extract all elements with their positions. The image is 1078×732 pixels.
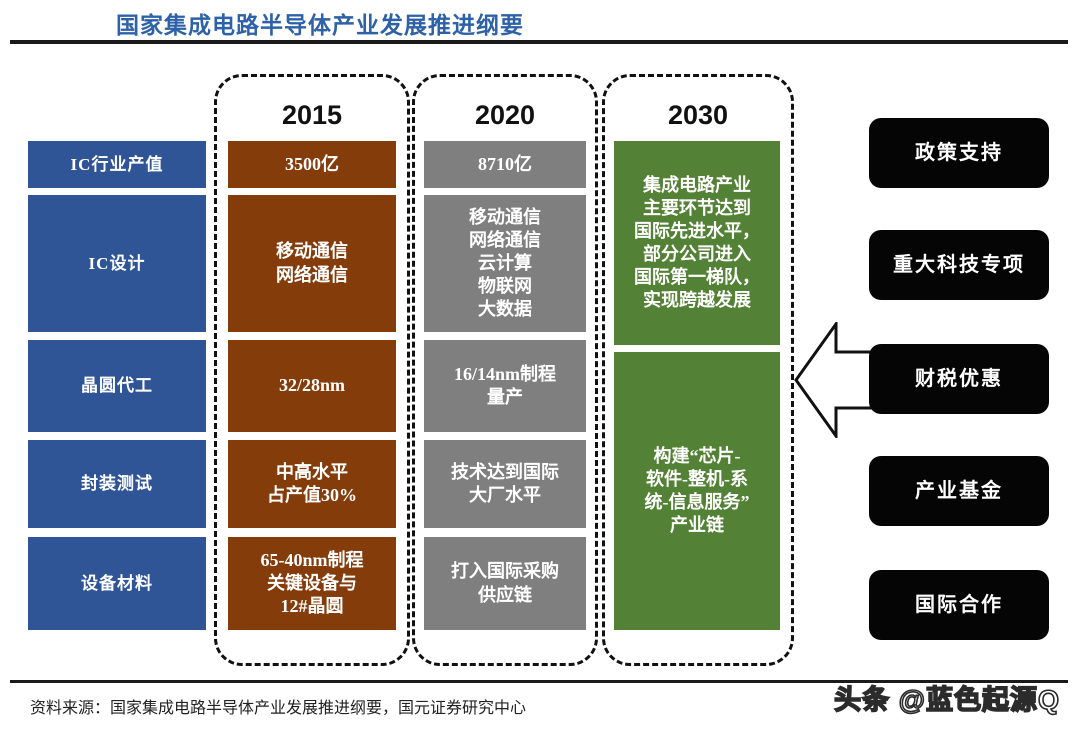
row-label-foundry: 晶圆代工: [28, 340, 206, 432]
header-divider: [10, 40, 1068, 44]
cell-2015-packaging-test: 中高水平 占产值30%: [228, 440, 396, 528]
row-label-ic-design: IC设计: [28, 195, 206, 332]
cell-2015-ic-output: 3500亿: [228, 141, 396, 188]
pillar-international-cooperation[interactable]: 国际合作: [869, 570, 1049, 640]
source-note: 资料来源：国家集成电路半导体产业发展推进纲要，国元证券研究中心: [30, 700, 527, 717]
watermark-text: 头条 @蓝色起源Q: [833, 684, 1060, 716]
cell-2020-packaging-test: 技术达到国际 大厂水平: [424, 440, 586, 528]
year-label-2030: 2030: [667, 100, 729, 130]
row-label-equipment-materials: 设备材料: [28, 537, 206, 630]
left-arrow-icon: [794, 319, 876, 441]
cell-2030-vision: 集成电路产业 主要环节达到 国际先进水平， 部分公司进入 国际第一梯队， 实现跨…: [614, 141, 780, 345]
year-label-2015: 2015: [281, 100, 343, 130]
year-frame-2020: [412, 74, 598, 666]
pillar-policy-support[interactable]: 政策支持: [869, 118, 1049, 188]
row-label-ic-output: IC行业产值: [28, 141, 206, 188]
page-title: 国家集成电路半导体产业发展推进纲要: [116, 13, 524, 38]
year-label-2020: 2020: [474, 100, 536, 130]
cell-2020-equipment-materials: 打入国际采购 供应链: [424, 537, 586, 630]
cell-2020-ic-output: 8710亿: [424, 141, 586, 188]
footer-divider: [10, 680, 1068, 683]
pillar-major-tech-program[interactable]: 重大科技专项: [869, 230, 1049, 300]
cell-2015-equipment-materials: 65-40nm制程 关键设备与 12#晶圆: [228, 537, 396, 630]
cell-2030-industry-chain: 构建“芯片- 软件-整机-系 统-信息服务” 产业链: [614, 352, 780, 630]
cell-2020-foundry: 16/14nm制程 量产: [424, 340, 586, 432]
row-label-packaging-test: 封装测试: [28, 440, 206, 528]
year-frame-2030: [602, 74, 794, 666]
cell-2015-ic-design: 移动通信 网络通信: [228, 195, 396, 332]
pillar-tax-incentives[interactable]: 财税优惠: [869, 344, 1049, 414]
cell-2020-ic-design: 移动通信 网络通信 云计算 物联网 大数据: [424, 195, 586, 332]
pillar-industry-fund[interactable]: 产业基金: [869, 456, 1049, 526]
cell-2015-foundry: 32/28nm: [228, 340, 396, 432]
year-frame-2015: [214, 74, 410, 666]
